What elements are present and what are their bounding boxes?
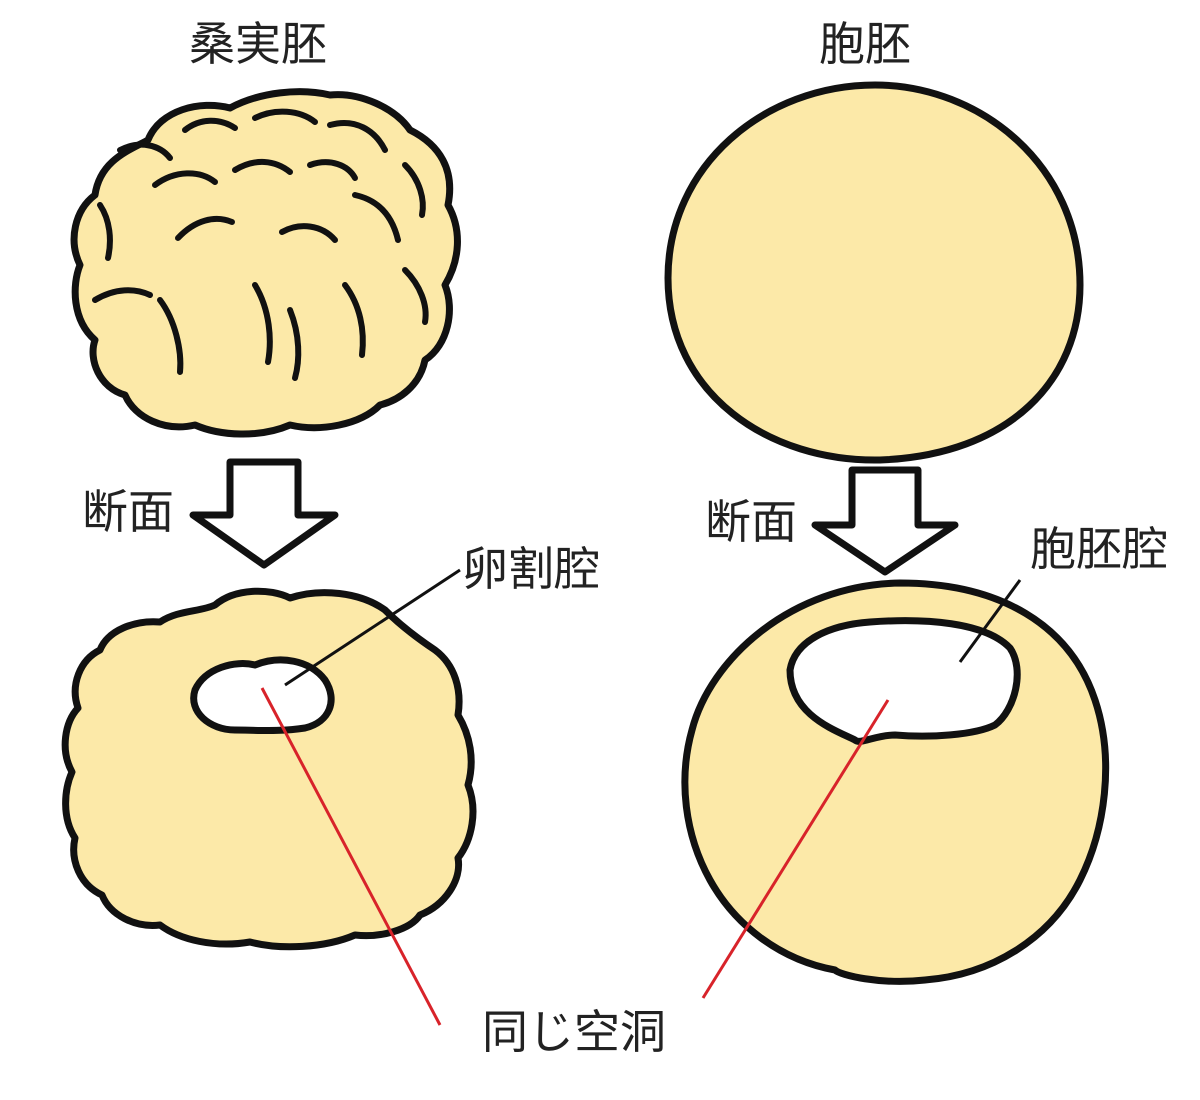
blastomere-line bbox=[287, 307, 302, 381]
blastomere-line bbox=[152, 170, 218, 188]
blastula-cavity-pointer bbox=[958, 579, 1022, 663]
same-cavity-line-right bbox=[701, 699, 890, 999]
morula-external bbox=[70, 88, 461, 438]
blastomere-line bbox=[232, 159, 293, 175]
blastomere-line bbox=[307, 159, 358, 181]
morula-section bbox=[61, 587, 477, 951]
blastomere-line bbox=[97, 202, 113, 261]
blastomere-line bbox=[279, 223, 338, 243]
blastomere-line bbox=[175, 216, 235, 241]
blastomere-line bbox=[252, 108, 318, 125]
morula-section-body bbox=[61, 587, 477, 951]
blastomere-line bbox=[402, 162, 426, 218]
blastula-cavity bbox=[786, 617, 1021, 745]
down-arrow-right bbox=[811, 466, 959, 576]
blastula-body bbox=[664, 81, 1084, 464]
blastomere-line bbox=[327, 120, 388, 153]
blastomere-line bbox=[182, 117, 238, 133]
morula-title: 桑実胚 bbox=[189, 17, 327, 71]
morula-cavity-label: 卵割腔 bbox=[462, 542, 600, 596]
section-label-left: 断面 bbox=[82, 485, 174, 539]
blastomere-line bbox=[117, 141, 173, 161]
morula-cavity-pointer bbox=[284, 568, 461, 687]
down-arrow-left bbox=[189, 458, 339, 569]
same-cavity-label: 同じ空洞 bbox=[482, 1005, 666, 1059]
blastomere-line bbox=[402, 267, 429, 325]
same-cavity-line-left bbox=[260, 687, 442, 1026]
blastula-cavity-label: 胞胚腔 bbox=[1030, 522, 1168, 576]
blastula-section bbox=[681, 579, 1110, 985]
blastula-external bbox=[664, 81, 1084, 464]
blastula-title: 胞胚 bbox=[819, 17, 911, 71]
morula-cavity bbox=[190, 656, 335, 734]
blastomere-line bbox=[92, 287, 153, 303]
section-label-right: 断面 bbox=[705, 495, 797, 549]
blastomere-line bbox=[342, 282, 366, 358]
blastomere-line bbox=[352, 192, 401, 243]
blastomere-line bbox=[252, 282, 273, 365]
blastomere-line bbox=[157, 297, 184, 375]
